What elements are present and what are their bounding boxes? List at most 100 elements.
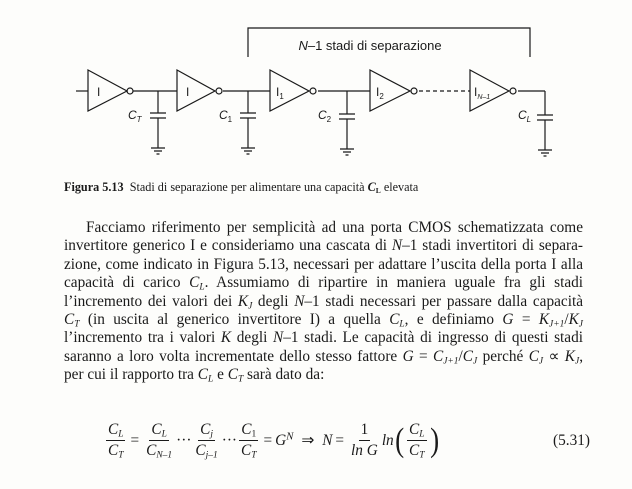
equation-part: CL <box>106 421 126 441</box>
equation-part: j <box>210 429 213 439</box>
capacitor-ct <box>150 91 166 155</box>
equation-part: T <box>118 450 124 461</box>
equation-part: ln G <box>351 442 378 459</box>
equation-part: L <box>419 429 425 440</box>
text-segment: e <box>213 366 228 384</box>
implies-arrow: ⇒ <box>301 432 315 449</box>
inverter-label: I1 <box>276 85 284 101</box>
math-subscript: T <box>237 374 244 385</box>
equals: = <box>130 431 140 449</box>
math-subscript: J <box>578 319 583 330</box>
paragraph-line: Facciamo riferimento per semplicità ad u… <box>64 219 583 237</box>
equation-part: ) <box>429 421 439 459</box>
caption-label: Figura 5.13 <box>64 180 124 194</box>
caption-tail: elevata <box>380 180 419 194</box>
text-segment: per cui il rapporto tra <box>64 366 198 384</box>
equation-part: C <box>409 421 420 438</box>
capacitor-c1 <box>240 91 256 155</box>
equation-part: C <box>409 442 420 459</box>
math-variable: C <box>462 347 473 365</box>
paragraph-line: l’incremento dei valori dei KJ degli N–1… <box>64 293 583 311</box>
math-subscript: J <box>574 356 580 367</box>
equation-part: C <box>108 442 119 459</box>
capacitor-c2 <box>339 91 355 156</box>
equation-part: Cj–1 <box>193 441 219 460</box>
equation-part: CL <box>407 421 427 441</box>
text-segment: / <box>458 347 463 365</box>
equation-part: L <box>118 429 124 440</box>
text-segment: degli <box>252 292 295 310</box>
math-subscript: J+1 <box>443 356 459 367</box>
equation-part: CN–1 <box>144 441 174 460</box>
inverter-4 <box>369 69 418 112</box>
inverter-label: I <box>97 85 100 99</box>
inverter-2 <box>176 68 223 112</box>
equation-part: T <box>251 450 257 461</box>
inverter-5 <box>469 68 517 112</box>
equation-part: CT <box>106 441 125 460</box>
equation-part: T <box>419 450 424 460</box>
math-variable: N <box>391 237 403 255</box>
paragraph-line: invertitore generico I e consideriamo un… <box>64 237 583 255</box>
text-segment: / <box>564 310 569 328</box>
caption-text: Stadi di separazione per alimentare una … <box>129 180 368 194</box>
equation-part: T <box>419 450 425 461</box>
math-subscript: L <box>199 282 205 293</box>
equals: = <box>263 431 273 449</box>
text-segment: = <box>513 310 539 328</box>
circuit-diagram: N–1 stadi di separazione I I I1 I2 IN–1 … <box>76 27 553 157</box>
math-variable: G <box>502 310 514 328</box>
math-subscript: L <box>208 374 214 385</box>
text-segment: –1 stadi. Le capacità di ingresso di que… <box>283 329 583 347</box>
math-subscript: J <box>473 356 478 367</box>
math-variable: C <box>389 310 400 328</box>
equation-part: N–1 <box>156 450 172 460</box>
math-variable: C <box>528 347 539 365</box>
equation-part: T <box>251 450 256 460</box>
equation-part: C <box>200 421 211 438</box>
text-segment: Facciamo riferimento per semplicità ad u… <box>86 219 583 236</box>
equation-part: N <box>286 430 293 442</box>
math-variable: K <box>568 310 579 328</box>
math-variable: K <box>237 292 249 310</box>
math-variable: C <box>433 347 444 365</box>
text-segment: = <box>413 347 434 365</box>
equation-part: L <box>118 429 123 439</box>
inverter-label: I <box>186 85 189 99</box>
text-segment: l’incremento dei valori dei <box>64 292 238 310</box>
math-variable: C <box>227 366 238 384</box>
math-variable: K <box>538 310 550 328</box>
text-segment: saranno a loro volta incrementate dello … <box>64 347 403 365</box>
text-segment: zione, come indicato in Figura 5.13, nec… <box>64 255 583 273</box>
paragraph-line: CT (in uscita al generico invertitore I)… <box>64 311 583 329</box>
capacitor-label: C2 <box>318 108 332 124</box>
equation-part: C1 <box>239 421 259 441</box>
math-variable: N <box>273 329 284 347</box>
equation-part: ln G <box>349 441 380 460</box>
equation-part: L <box>419 429 424 439</box>
equation-part: C <box>146 442 157 459</box>
inverter-3 <box>269 68 317 112</box>
paragraph-line: l’incremento tra i valori K degli N–1 st… <box>64 329 583 347</box>
equation-part: j–1 <box>206 450 218 460</box>
text-segment: ∝ <box>543 347 565 365</box>
equation-part: L <box>162 429 167 439</box>
math-variable: N <box>294 292 305 310</box>
equation-part: CT <box>407 441 426 460</box>
math-subscript: L <box>399 319 405 330</box>
figure-caption: Figura 5.13 Stadi di separazione per ali… <box>64 180 418 195</box>
text-segment: –1 stadi invertitori di separa- <box>402 237 584 255</box>
math-subscript: J <box>248 300 253 311</box>
equals: = <box>335 431 345 449</box>
math-subscript: J <box>538 356 544 367</box>
text-segment: perché <box>477 347 529 365</box>
equation-part: 1 <box>251 429 257 440</box>
capacitor-label: CL <box>518 108 531 124</box>
equation-part: ( <box>394 421 404 459</box>
equation-part: N–1 <box>156 450 173 461</box>
n-var: N <box>322 431 333 449</box>
bracket-label: N–1 stadi di separazione <box>298 38 441 53</box>
